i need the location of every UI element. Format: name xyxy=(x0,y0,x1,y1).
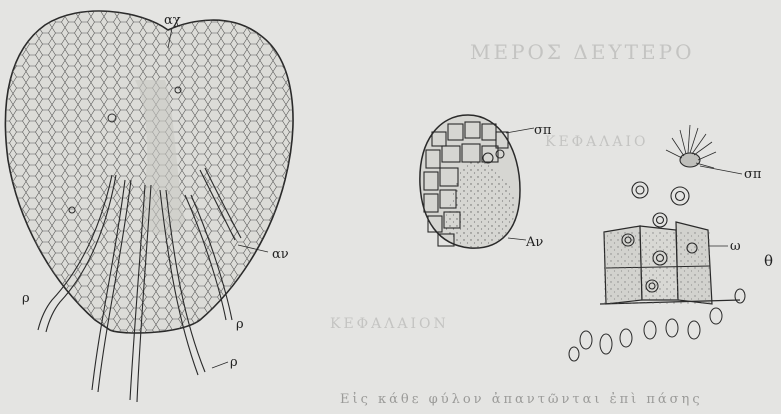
label-sp-right: σπ xyxy=(744,167,762,182)
label-av: αν xyxy=(272,247,289,262)
label-sp-middle: σπ xyxy=(534,123,552,138)
sporangium-figure: σπ Αν xyxy=(420,115,552,250)
label-theta: θ xyxy=(764,252,773,270)
label-omega: ω xyxy=(730,239,741,254)
antheridium-figure: σπ ω θ xyxy=(569,125,773,361)
prothallium-figure: αχ αν ρ ρ ρ xyxy=(0,0,300,402)
label-rho-left: ρ xyxy=(22,291,30,306)
label-Av: Αν xyxy=(525,235,543,250)
label-rho-bottom: ρ xyxy=(230,355,238,370)
label-ax: αχ xyxy=(164,13,181,28)
label-rho-right: ρ xyxy=(236,317,244,332)
